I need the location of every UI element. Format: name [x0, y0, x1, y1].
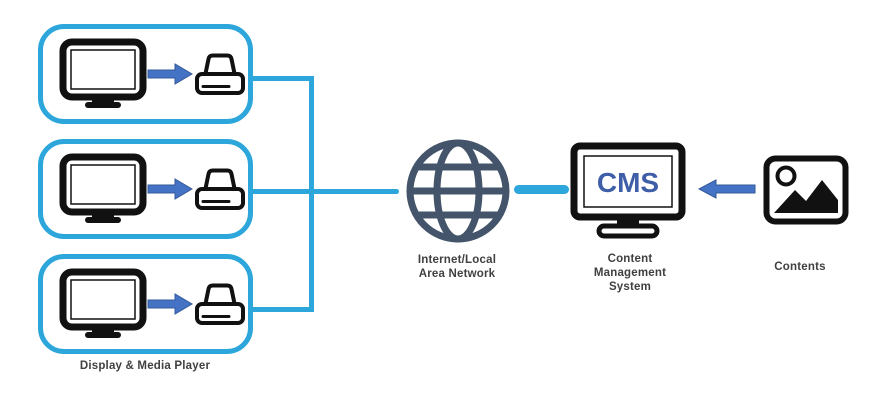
cms-label: Content Management System — [565, 252, 695, 294]
arrow-right-icon — [147, 292, 193, 316]
arrow-right-icon — [147, 62, 193, 86]
connector-vertical-bus — [309, 76, 314, 312]
cms-screen-text: CMS — [597, 167, 659, 198]
cms-label-line2: Management — [593, 267, 667, 279]
monitor-icon — [59, 268, 147, 340]
cms-label-line1: Content — [607, 253, 653, 265]
internet-label-line1: Internet/Local — [417, 254, 497, 266]
cms-label-line3: System — [608, 281, 652, 293]
cms-monitor-icon: CMS — [570, 142, 686, 242]
contents-label-text: Contents — [774, 261, 826, 273]
connector-bottom-horizontal — [249, 307, 314, 312]
contents-image-icon — [763, 155, 849, 225]
contents-label: Contents — [745, 260, 855, 274]
monitor-icon — [59, 153, 147, 225]
internet-label: Internet/Local Area Network — [382, 253, 532, 281]
display-box-2 — [38, 139, 253, 239]
media-player-icon — [193, 50, 247, 98]
media-player-icon — [193, 280, 247, 328]
connector-middle-to-internet — [245, 189, 399, 194]
media-player-icon — [193, 165, 247, 213]
display-group-label-text: Display & Media Player — [79, 360, 211, 372]
display-box-1 — [38, 24, 253, 124]
connector-top-horizontal — [250, 76, 314, 81]
display-box-3 — [38, 254, 253, 354]
display-group-label: Display & Media Player — [30, 359, 260, 373]
arrow-left-icon — [698, 179, 756, 199]
monitor-icon — [59, 38, 147, 110]
arrow-right-icon — [147, 177, 193, 201]
connector-internet-to-cms — [514, 185, 569, 194]
internet-globe-icon — [405, 138, 511, 244]
internet-label-line2: Area Network — [418, 268, 496, 280]
